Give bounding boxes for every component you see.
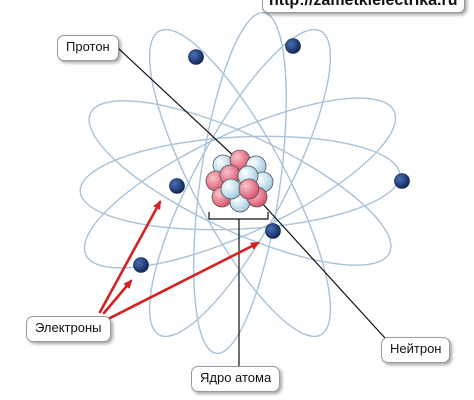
neutron-label: Нейтрон (381, 337, 451, 363)
electron-particle (169, 178, 185, 194)
orbit-horizontal (79, 135, 401, 231)
orbit-tilt-right (88, 100, 392, 266)
orbit-steep-right (148, 28, 332, 338)
electron-particle (394, 173, 410, 189)
electron-arrow (102, 279, 133, 315)
proton-particle (238, 178, 260, 200)
electrons (133, 38, 410, 273)
orbit-steep-left (148, 28, 332, 338)
electron-arrow (108, 241, 260, 320)
site-watermark: http://zametkielectrika.ru (262, 0, 465, 13)
leader-lines (117, 47, 386, 366)
electron-particle (265, 223, 281, 239)
nucleus-label: Ядро атома (191, 366, 281, 392)
electron-arrows (98, 200, 260, 320)
electron-particle (285, 38, 301, 54)
atom-nucleus (205, 149, 274, 213)
neutron-leader-line (249, 189, 386, 339)
electron-particle (133, 257, 149, 273)
electron-arrow (98, 200, 162, 314)
proton-label: Протон (57, 35, 119, 61)
nucleus-bracket (208, 212, 269, 220)
orbit-tilt-left (83, 97, 397, 269)
electrons-label: Электроны (26, 316, 111, 342)
electron-orbits (79, 11, 401, 355)
orbit-vertical (193, 11, 287, 355)
proton-leader-line (117, 47, 239, 161)
electron-particle (188, 49, 204, 65)
neutron-particle (220, 178, 242, 200)
